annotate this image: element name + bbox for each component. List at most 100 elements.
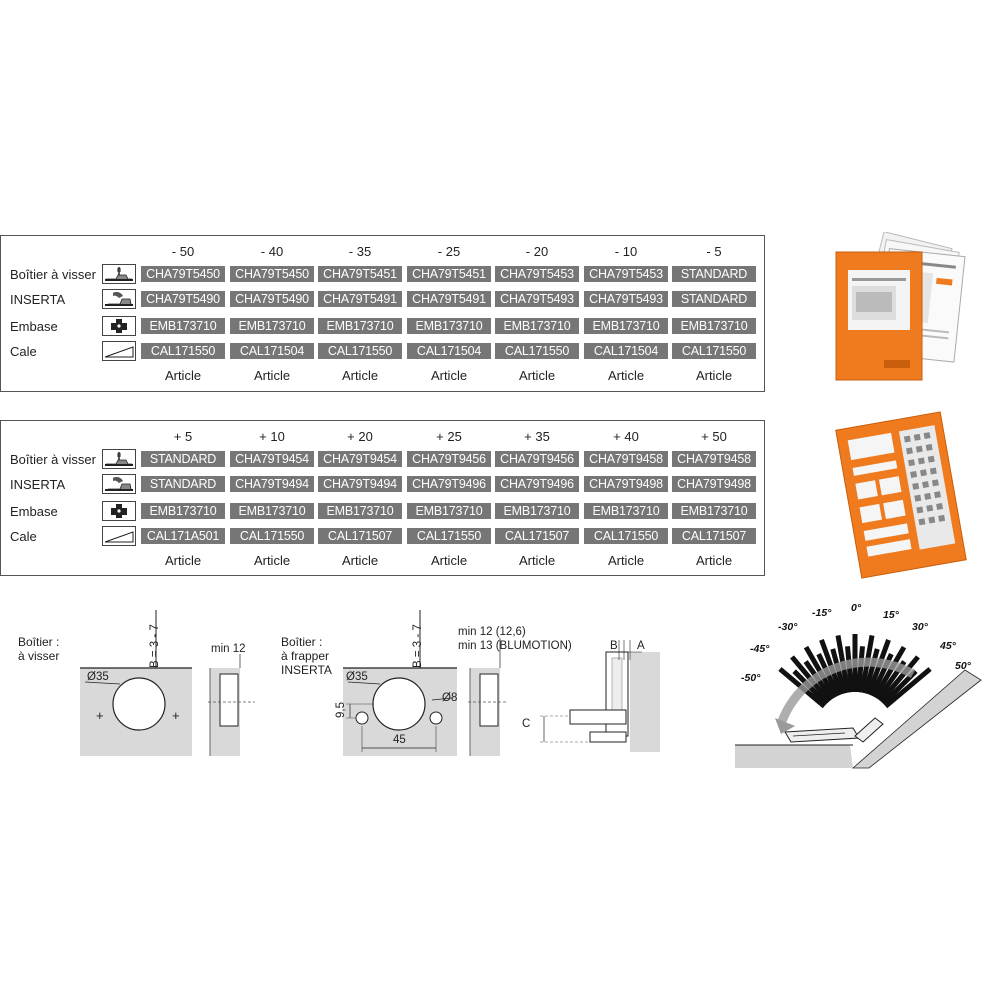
article-code-cell: CAL171504 xyxy=(407,343,491,359)
row-label: INSERTA xyxy=(10,292,66,307)
article-footer-label: Article xyxy=(164,368,202,383)
angle-ray xyxy=(855,646,865,693)
article-code-cell: CAL171550 xyxy=(318,343,402,359)
row-label: Cale xyxy=(10,344,37,359)
row-label: Boîtier à visser xyxy=(10,452,96,467)
article-code-cell: CHA79T9496 xyxy=(495,476,579,492)
drawing2-min-line2: min 13 (BLUMOTION) xyxy=(458,640,572,652)
drawing3-side-section xyxy=(530,640,670,760)
drawing1-title-line2: à visser xyxy=(18,649,60,663)
article-code-cell: CHA79T5451 xyxy=(318,266,402,282)
drawing2-small-diameter-label: Ø8 xyxy=(442,692,458,704)
article-code-cell: CAL171550 xyxy=(407,528,491,544)
drawing1-plate-diagram xyxy=(80,610,260,760)
article-code-cell: CHA79T5451 xyxy=(407,266,491,282)
article-footer-label: Article xyxy=(695,368,733,383)
article-code-cell: CAL171550 xyxy=(495,343,579,359)
drawing1-min-label: min 12 xyxy=(211,643,246,655)
catalog-orange-image xyxy=(826,410,976,580)
article-code-cell: CHA79T5453 xyxy=(584,266,668,282)
row-label: Embase xyxy=(10,504,58,519)
article-footer-label: Article xyxy=(253,553,291,568)
drawing2-spacing-label: 45 xyxy=(393,734,406,746)
article-code-cell: CHA79T5453 xyxy=(495,266,579,282)
column-header: + 35 xyxy=(524,429,550,444)
article-code-cell: EMB173710 xyxy=(407,318,491,334)
screw-on-hinge-icon xyxy=(102,449,136,469)
column-header: + 10 xyxy=(259,429,285,444)
article-code-cell: CHA79T9496 xyxy=(407,476,491,492)
article-code-cell: CHA79T9454 xyxy=(230,451,314,467)
article-code-cell: EMB173710 xyxy=(141,318,225,334)
angle-ray xyxy=(845,646,855,693)
drawing3-label-c: C xyxy=(522,718,531,730)
article-code-cell: EMB173710 xyxy=(141,503,225,519)
drawing2-offset-label: 9,5 xyxy=(335,702,347,718)
mounting-plate-icon xyxy=(102,316,136,336)
catalog-brochure-image xyxy=(828,231,978,392)
column-header: + 50 xyxy=(701,429,727,444)
drawing1-diameter-label: Ø35 xyxy=(87,671,109,683)
article-footer-label: Article xyxy=(695,553,733,568)
drawing1-title: Boîtier : à visser xyxy=(18,635,59,663)
article-footer-label: Article xyxy=(430,553,468,568)
inserta-hinge-icon xyxy=(102,289,136,309)
article-code-cell: CHA79T9454 xyxy=(318,451,402,467)
article-code-cell: STANDARD xyxy=(141,476,225,492)
article-code-cell: CHA79T9494 xyxy=(230,476,314,492)
drawing2-title-line3: INSERTA xyxy=(281,663,332,677)
article-code-cell: STANDARD xyxy=(672,291,756,307)
drawing2-title-line1: Boîtier : xyxy=(281,635,323,649)
article-code-cell: EMB173710 xyxy=(230,503,314,519)
angle-label: 15° xyxy=(883,609,899,621)
article-code-cell: CAL171A501 xyxy=(141,528,225,544)
row-label: INSERTA xyxy=(10,477,66,492)
drawing2-title-line2: à frapper xyxy=(281,649,330,663)
angle-label: -45° xyxy=(750,643,770,655)
angle-label: -30° xyxy=(778,621,798,633)
angle-label: -15° xyxy=(812,607,832,619)
drawing2-min-line1: min 12 (12,6) xyxy=(458,626,526,638)
article-code-cell: CAL171550 xyxy=(672,343,756,359)
article-code-cell: CAL171507 xyxy=(318,528,402,544)
article-footer-label: Article xyxy=(164,553,202,568)
article-code-cell: CAL171550 xyxy=(141,343,225,359)
article-footer-label: Article xyxy=(607,553,645,568)
angle-ray xyxy=(878,655,920,703)
article-code-cell: CHA79T5491 xyxy=(318,291,402,307)
article-code-cell: EMB173710 xyxy=(672,318,756,334)
article-code-cell: CAL171504 xyxy=(584,343,668,359)
article-code-cell: STANDARD xyxy=(141,451,225,467)
article-code-cell: EMB173710 xyxy=(584,318,668,334)
column-header: + 5 xyxy=(173,429,193,444)
column-header: + 20 xyxy=(347,429,373,444)
article-code-cell: CHA79T5491 xyxy=(407,291,491,307)
door-angle-fan-diagram xyxy=(735,600,995,770)
drawing2-diameter-label: Ø35 xyxy=(346,671,368,683)
article-code-cell: EMB173710 xyxy=(318,318,402,334)
article-code-cell: CHA79T5490 xyxy=(230,291,314,307)
column-header: - 40 xyxy=(260,244,284,259)
column-header: - 25 xyxy=(437,244,461,259)
angle-label: -50° xyxy=(741,672,761,684)
article-footer-label: Article xyxy=(518,553,556,568)
angle-label: 45° xyxy=(940,640,956,652)
drawing1-title-line1: Boîtier : xyxy=(18,635,60,649)
article-code-cell: CHA79T9498 xyxy=(584,476,668,492)
article-code-cell: CHA79T5493 xyxy=(495,291,579,307)
article-code-cell: CHA79T5450 xyxy=(141,266,225,282)
article-code-cell: EMB173710 xyxy=(495,503,579,519)
column-header: + 40 xyxy=(613,429,639,444)
article-code-cell: EMB173710 xyxy=(584,503,668,519)
article-footer-label: Article xyxy=(253,368,291,383)
article-code-cell: CAL171550 xyxy=(230,528,314,544)
article-code-cell: EMB173710 xyxy=(672,503,756,519)
article-code-cell: CAL171504 xyxy=(230,343,314,359)
drawing3-label-b: B xyxy=(610,640,618,652)
row-label: Cale xyxy=(10,529,37,544)
drawing1-b-range-label: B = 3 - 7 xyxy=(149,624,161,668)
column-header: - 5 xyxy=(706,244,722,259)
angle-ray xyxy=(872,645,907,699)
drawing1-plus-right: + xyxy=(172,708,180,723)
